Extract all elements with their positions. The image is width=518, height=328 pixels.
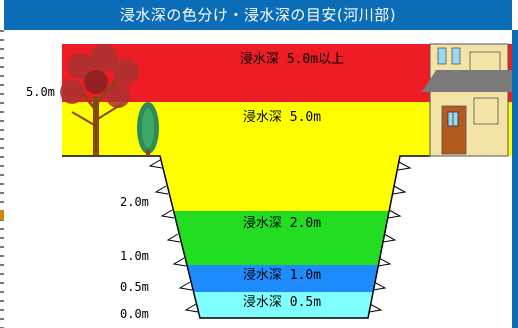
band-1m [160, 265, 400, 292]
depth-label-0m: 0.0m [120, 307, 149, 321]
deciduous-tree-icon [60, 44, 139, 156]
depth-label-1m: 1.0m [120, 249, 149, 263]
house-icon [422, 43, 512, 157]
band-2m [160, 211, 400, 265]
depth-label-5m: 5.0m [26, 85, 55, 99]
band-trench-yellow [160, 156, 400, 211]
left-edge-marker [0, 210, 4, 220]
depth-label-2m: 2.0m [120, 195, 149, 209]
band-05m [160, 292, 400, 318]
depth-label-05m: 0.5m [120, 280, 149, 294]
left-dotted-edge [0, 30, 4, 328]
label-band-1m: 浸水深 1.0m [243, 268, 321, 283]
right-border [512, 30, 518, 328]
label-band-over-5m: 浸水深 5.0m以上 [240, 52, 344, 67]
conifer-tree-icon [137, 102, 159, 156]
label-band-05m: 浸水深 0.5m [243, 295, 321, 310]
diagram-title: 浸水深の色分け・浸水深の目安(河川部) [4, 0, 512, 30]
label-band-2m: 浸水深 2.0m [243, 216, 321, 231]
label-band-5m: 浸水深 5.0m [243, 110, 321, 125]
right-bank-hatching [368, 161, 412, 313]
ground-outline [62, 155, 430, 319]
left-bank-hatching [148, 159, 199, 313]
